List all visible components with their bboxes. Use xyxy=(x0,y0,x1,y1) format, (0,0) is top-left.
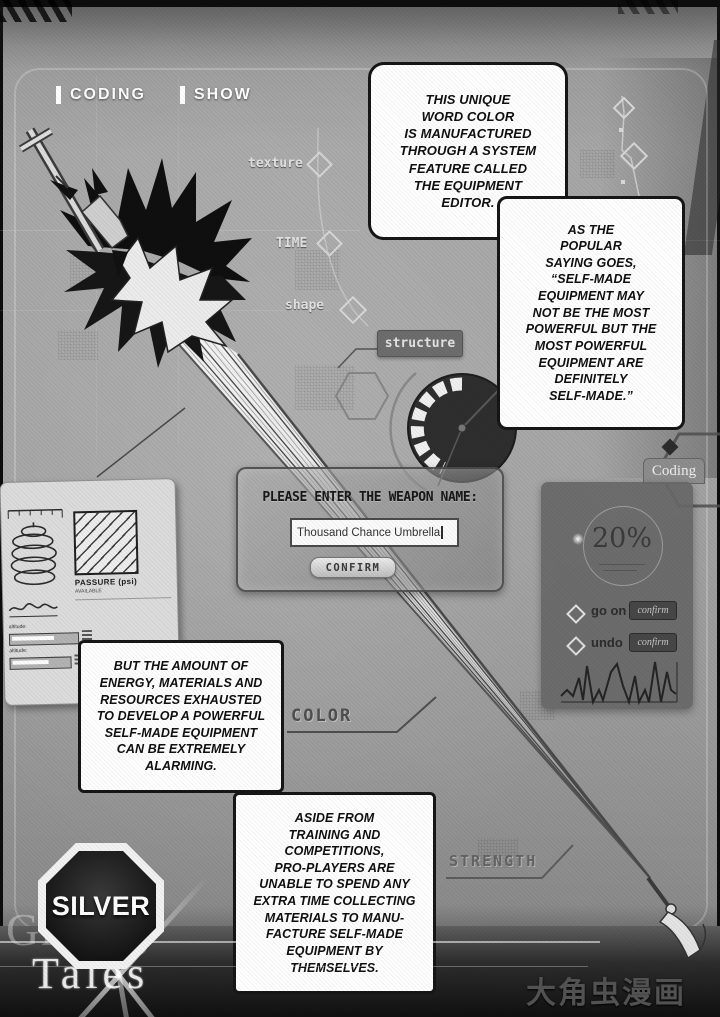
diamond-bullet-icon xyxy=(566,636,586,656)
coding-panel-body: 20% go on confirm undo confirm xyxy=(541,482,693,709)
slider-label: altitude: xyxy=(9,648,28,654)
coding-tab[interactable]: Coding xyxy=(643,458,705,484)
speech-bubble: ASIDE FROM TRAINING AND COMPETITIONS, PR… xyxy=(233,792,436,994)
grid-line xyxy=(178,76,179,446)
slider-fill xyxy=(11,635,55,641)
top-shading xyxy=(0,7,720,71)
halftone-patch xyxy=(580,150,615,178)
speech-bubble: BUT THE AMOUNT OF ENERGY, MATERIALS AND … xyxy=(78,640,284,793)
percent-value: 20% xyxy=(591,523,652,554)
signature-scribble xyxy=(8,603,58,618)
frame-right xyxy=(717,0,720,1017)
grid-line xyxy=(0,230,360,231)
go-on-option[interactable]: go on xyxy=(591,603,627,618)
diamond-bullet-icon xyxy=(566,604,586,624)
show-header-label: SHOW xyxy=(180,86,252,104)
coding-panel: Coding 20% go on confirm undo confirm xyxy=(540,455,705,711)
corner-hatch xyxy=(618,0,678,14)
param-texture[interactable]: texture xyxy=(248,156,303,171)
confirm-button-small[interactable]: confirm xyxy=(629,601,677,620)
speech-bubble: AS THE POPULAR SAYING GOES, “SELF-MADE E… xyxy=(497,196,685,430)
divider xyxy=(75,597,172,601)
halftone-patch xyxy=(295,365,355,410)
halftone-patch xyxy=(70,255,115,290)
color-label[interactable]: COLOR xyxy=(291,706,353,726)
spring-diagram xyxy=(10,522,57,586)
small-print-line xyxy=(599,564,645,565)
material-swatch xyxy=(73,509,139,576)
input-value: Thousand Chance Umbrella xyxy=(297,526,441,539)
corner-hatch xyxy=(0,0,72,22)
dialog-title: PLEASE ENTER THE WEAPON NAME: xyxy=(262,490,478,505)
weapon-name-dialog: PLEASE ENTER THE WEAPON NAME: Thousand C… xyxy=(236,467,504,592)
slider-fill xyxy=(12,659,49,665)
text-caret xyxy=(441,526,444,539)
param-time[interactable]: TIME xyxy=(276,236,308,251)
altitude-slider[interactable] xyxy=(9,656,72,670)
badge-inner: SILVER xyxy=(46,851,156,961)
structure-tab[interactable]: structure xyxy=(377,330,463,357)
grid-line xyxy=(0,310,330,311)
halftone-patch xyxy=(58,330,98,360)
param-shape[interactable]: shape xyxy=(285,298,325,313)
waveform-graph xyxy=(560,661,678,706)
badge-label: SILVER xyxy=(51,890,151,921)
highlight-line xyxy=(0,966,588,967)
undo-option[interactable]: undo xyxy=(591,635,623,650)
pressure-sub-label: AVAILABLE xyxy=(74,588,102,595)
highlight-line xyxy=(0,941,600,943)
confirm-button[interactable]: CONFIRM xyxy=(310,557,396,578)
pressure-label: PASSURE (psi) xyxy=(74,576,138,588)
header-labels: CODING SHOW xyxy=(56,86,252,104)
halftone-patch xyxy=(295,250,340,290)
coding-header-label: CODING xyxy=(56,86,146,104)
frame-top xyxy=(0,0,720,7)
strength-label[interactable]: STRENGTH xyxy=(449,852,538,870)
altitude-slider[interactable] xyxy=(8,632,80,646)
confirm-button-small[interactable]: confirm xyxy=(629,633,677,652)
publisher-watermark: 大角虫漫画 xyxy=(526,977,686,1010)
weapon-name-input[interactable]: Thousand Chance Umbrella xyxy=(290,518,459,547)
silver-rank-badge: SILVER xyxy=(38,843,164,969)
slider-label: altitude: xyxy=(8,624,27,630)
ruler-icon xyxy=(7,508,63,519)
small-print-line xyxy=(603,570,637,571)
